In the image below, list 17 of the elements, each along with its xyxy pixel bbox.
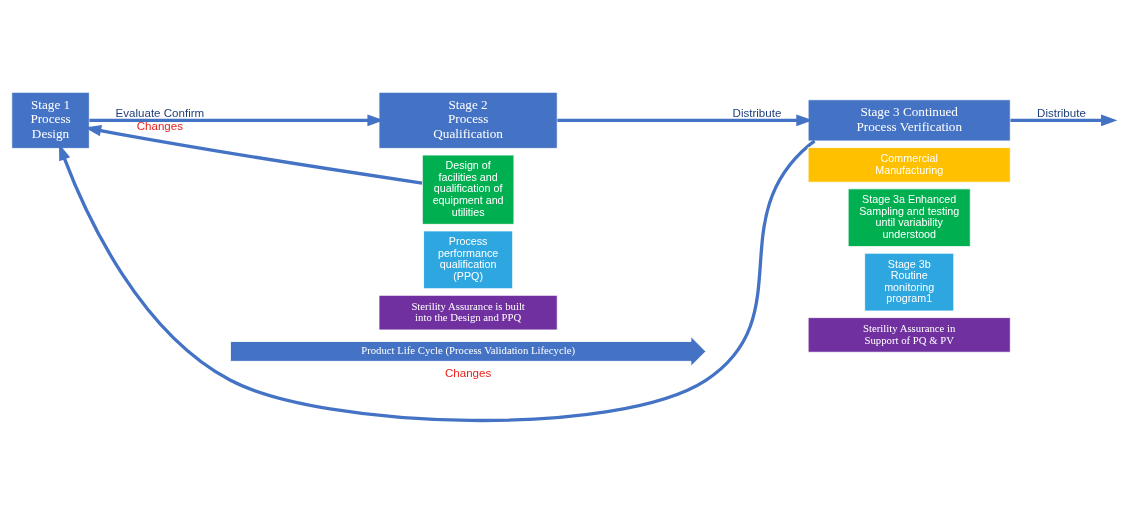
node-box: Sterility Assurance is built into the Design and PPQ <box>378 294 558 330</box>
arrow <box>1010 114 1117 126</box>
edge-label: Changes <box>136 119 184 132</box>
edge-label: Distribute <box>732 106 782 119</box>
node-box: Stage 3a Enhanced Sampling and testing until variability understood <box>847 187 971 247</box>
node-box: Process performance qualification (PPQ) <box>423 230 514 289</box>
node-box: Stage 3 Continued Process Verification <box>807 98 1011 141</box>
edge-label: Changes <box>445 366 492 379</box>
node-box: Commercial Manufacturing <box>807 146 1011 183</box>
node-box: Design of facilities and qualification of equipment and utilities <box>421 154 515 225</box>
edge-label: Evaluate Confirm <box>115 106 205 119</box>
node-box: Stage 1 Process Design <box>11 91 90 149</box>
node-box: Stage 2 Process Qualification <box>378 91 558 149</box>
node-box: Sterility Assurance in Support of PQ & PV <box>807 316 1011 353</box>
node-box: Stage 3b Routine monitoring program1 <box>864 252 955 311</box>
edge-label: Distribute <box>1037 106 1086 119</box>
arrow <box>58 139 816 422</box>
